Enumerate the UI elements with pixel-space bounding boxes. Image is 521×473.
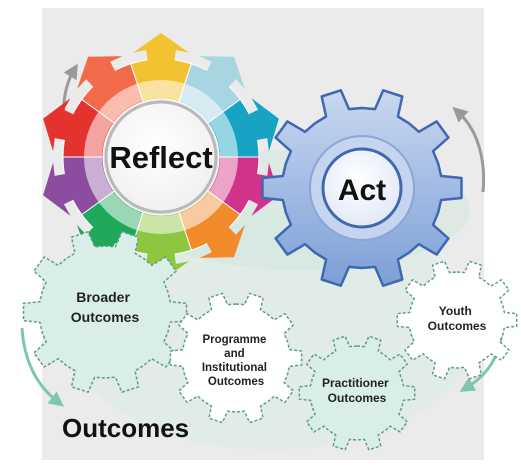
outcomes-left-arrow: [20, 327, 64, 407]
gear-practitioner-outline: [298, 335, 416, 451]
youth-outcomes-gear: [396, 260, 518, 380]
gear-youth-outline: [396, 260, 518, 380]
reflect-arrow-tip: [43, 162, 75, 216]
broader-outcomes-gear: [22, 231, 188, 393]
outcomes-title: Outcomes: [62, 413, 189, 443]
reflect-inner-ring: [84, 80, 238, 234]
act-cycle-arrow: [452, 106, 486, 193]
reflect-arrow-tip: [133, 33, 189, 62]
practitioner-outcomes-label: Practitioner Outcomes: [322, 376, 392, 405]
reflect-label: Reflect: [109, 140, 212, 175]
reflect-center: [104, 100, 218, 214]
gear-programme-outline: [169, 292, 303, 424]
gear-broader-outline: [22, 231, 188, 393]
act-center: [321, 147, 403, 229]
broader-outcomes-label: Broader Outcomes: [71, 289, 140, 325]
programme-outcomes-gear: [169, 292, 303, 424]
practitioner-outcomes-gear: [298, 335, 416, 451]
act-label: Act: [338, 174, 386, 207]
youth-outcomes-label: Youth Outcomes: [428, 304, 487, 333]
reflect-arrow-tip: [199, 56, 245, 90]
reflect-arrow-tip: [77, 56, 123, 90]
programme-outcomes-label: Programme and Institutional Outcomes: [202, 334, 270, 388]
reflect-arrow-tip: [43, 98, 75, 152]
reflect-arrow-tip: [199, 224, 245, 258]
reflect-arrow-tip: [247, 98, 279, 152]
